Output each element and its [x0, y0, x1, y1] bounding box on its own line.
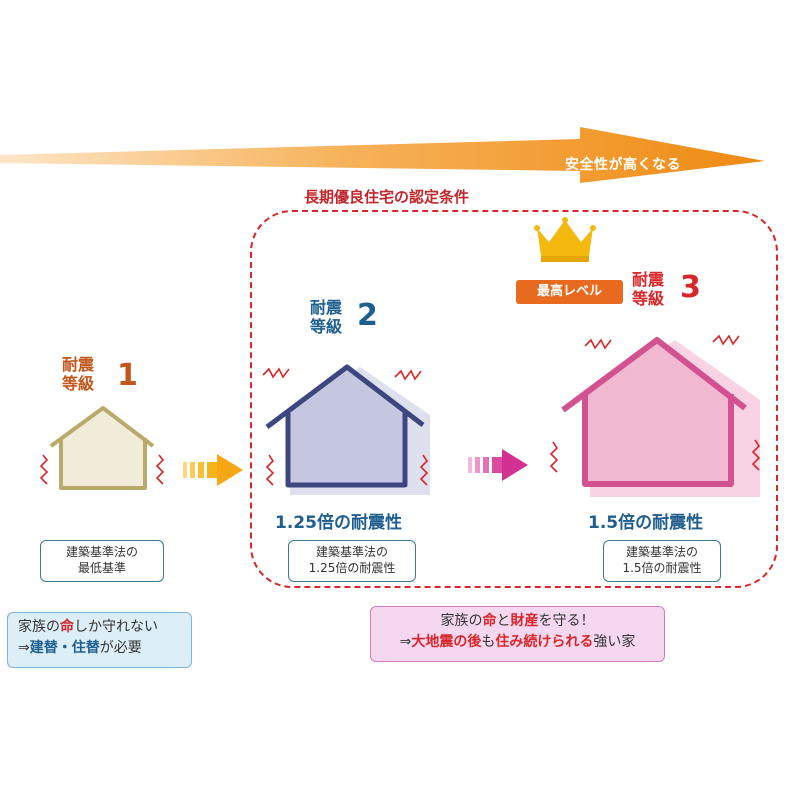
safety-arrow	[0, 127, 765, 183]
certification-frame	[250, 210, 778, 588]
note-grade1-line1: 家族の命しか守れない	[18, 619, 158, 635]
note-grade3: 家族の命と財産を守る！ ⇒大地震の後も住み続けられる強い家	[370, 606, 665, 662]
grade2-house-icon	[262, 364, 430, 495]
safety-arrow-label: 安全性が高くなる	[565, 157, 681, 173]
note-grade1-line2: ⇒建替・住替が必要	[18, 640, 142, 656]
grade1-title: 耐震 等級	[62, 355, 95, 393]
grade1-number: 1	[117, 358, 138, 393]
grade3-standard-box: 建築基準法の 1.5倍の耐震性	[603, 540, 721, 582]
grade1-house-icon	[39, 406, 165, 490]
grade2-title: 耐震 等級	[310, 298, 343, 336]
top-level-badge: 最高レベル	[516, 280, 623, 304]
grade1-standard-box: 建築基準法の 最低基準	[40, 540, 164, 582]
grade3-seismic: 1.5倍の耐震性	[588, 513, 704, 533]
note-grade1: 家族の命しか守れない ⇒建替・住替が必要	[7, 612, 192, 668]
grade3-house-icon	[549, 334, 761, 497]
note-grade3-line1: 家族の命と財産を守る！	[440, 613, 595, 629]
arrow-1-to-2	[183, 454, 243, 486]
grade3-title: 耐震 等級	[632, 270, 665, 308]
grade2-seismic: 1.25倍の耐震性	[275, 513, 402, 533]
note-grade3-line2: ⇒大地震の後も住み続けられる強い家	[399, 634, 636, 650]
crown-icon	[534, 217, 596, 262]
grade3-number: 3	[680, 270, 701, 305]
certification-label: 長期優良住宅の認定条件	[298, 186, 476, 207]
grade2-number: 2	[357, 298, 378, 333]
arrow-2-to-3	[468, 449, 528, 481]
grade2-standard-box: 建築基準法の 1.25倍の耐震性	[288, 540, 416, 582]
